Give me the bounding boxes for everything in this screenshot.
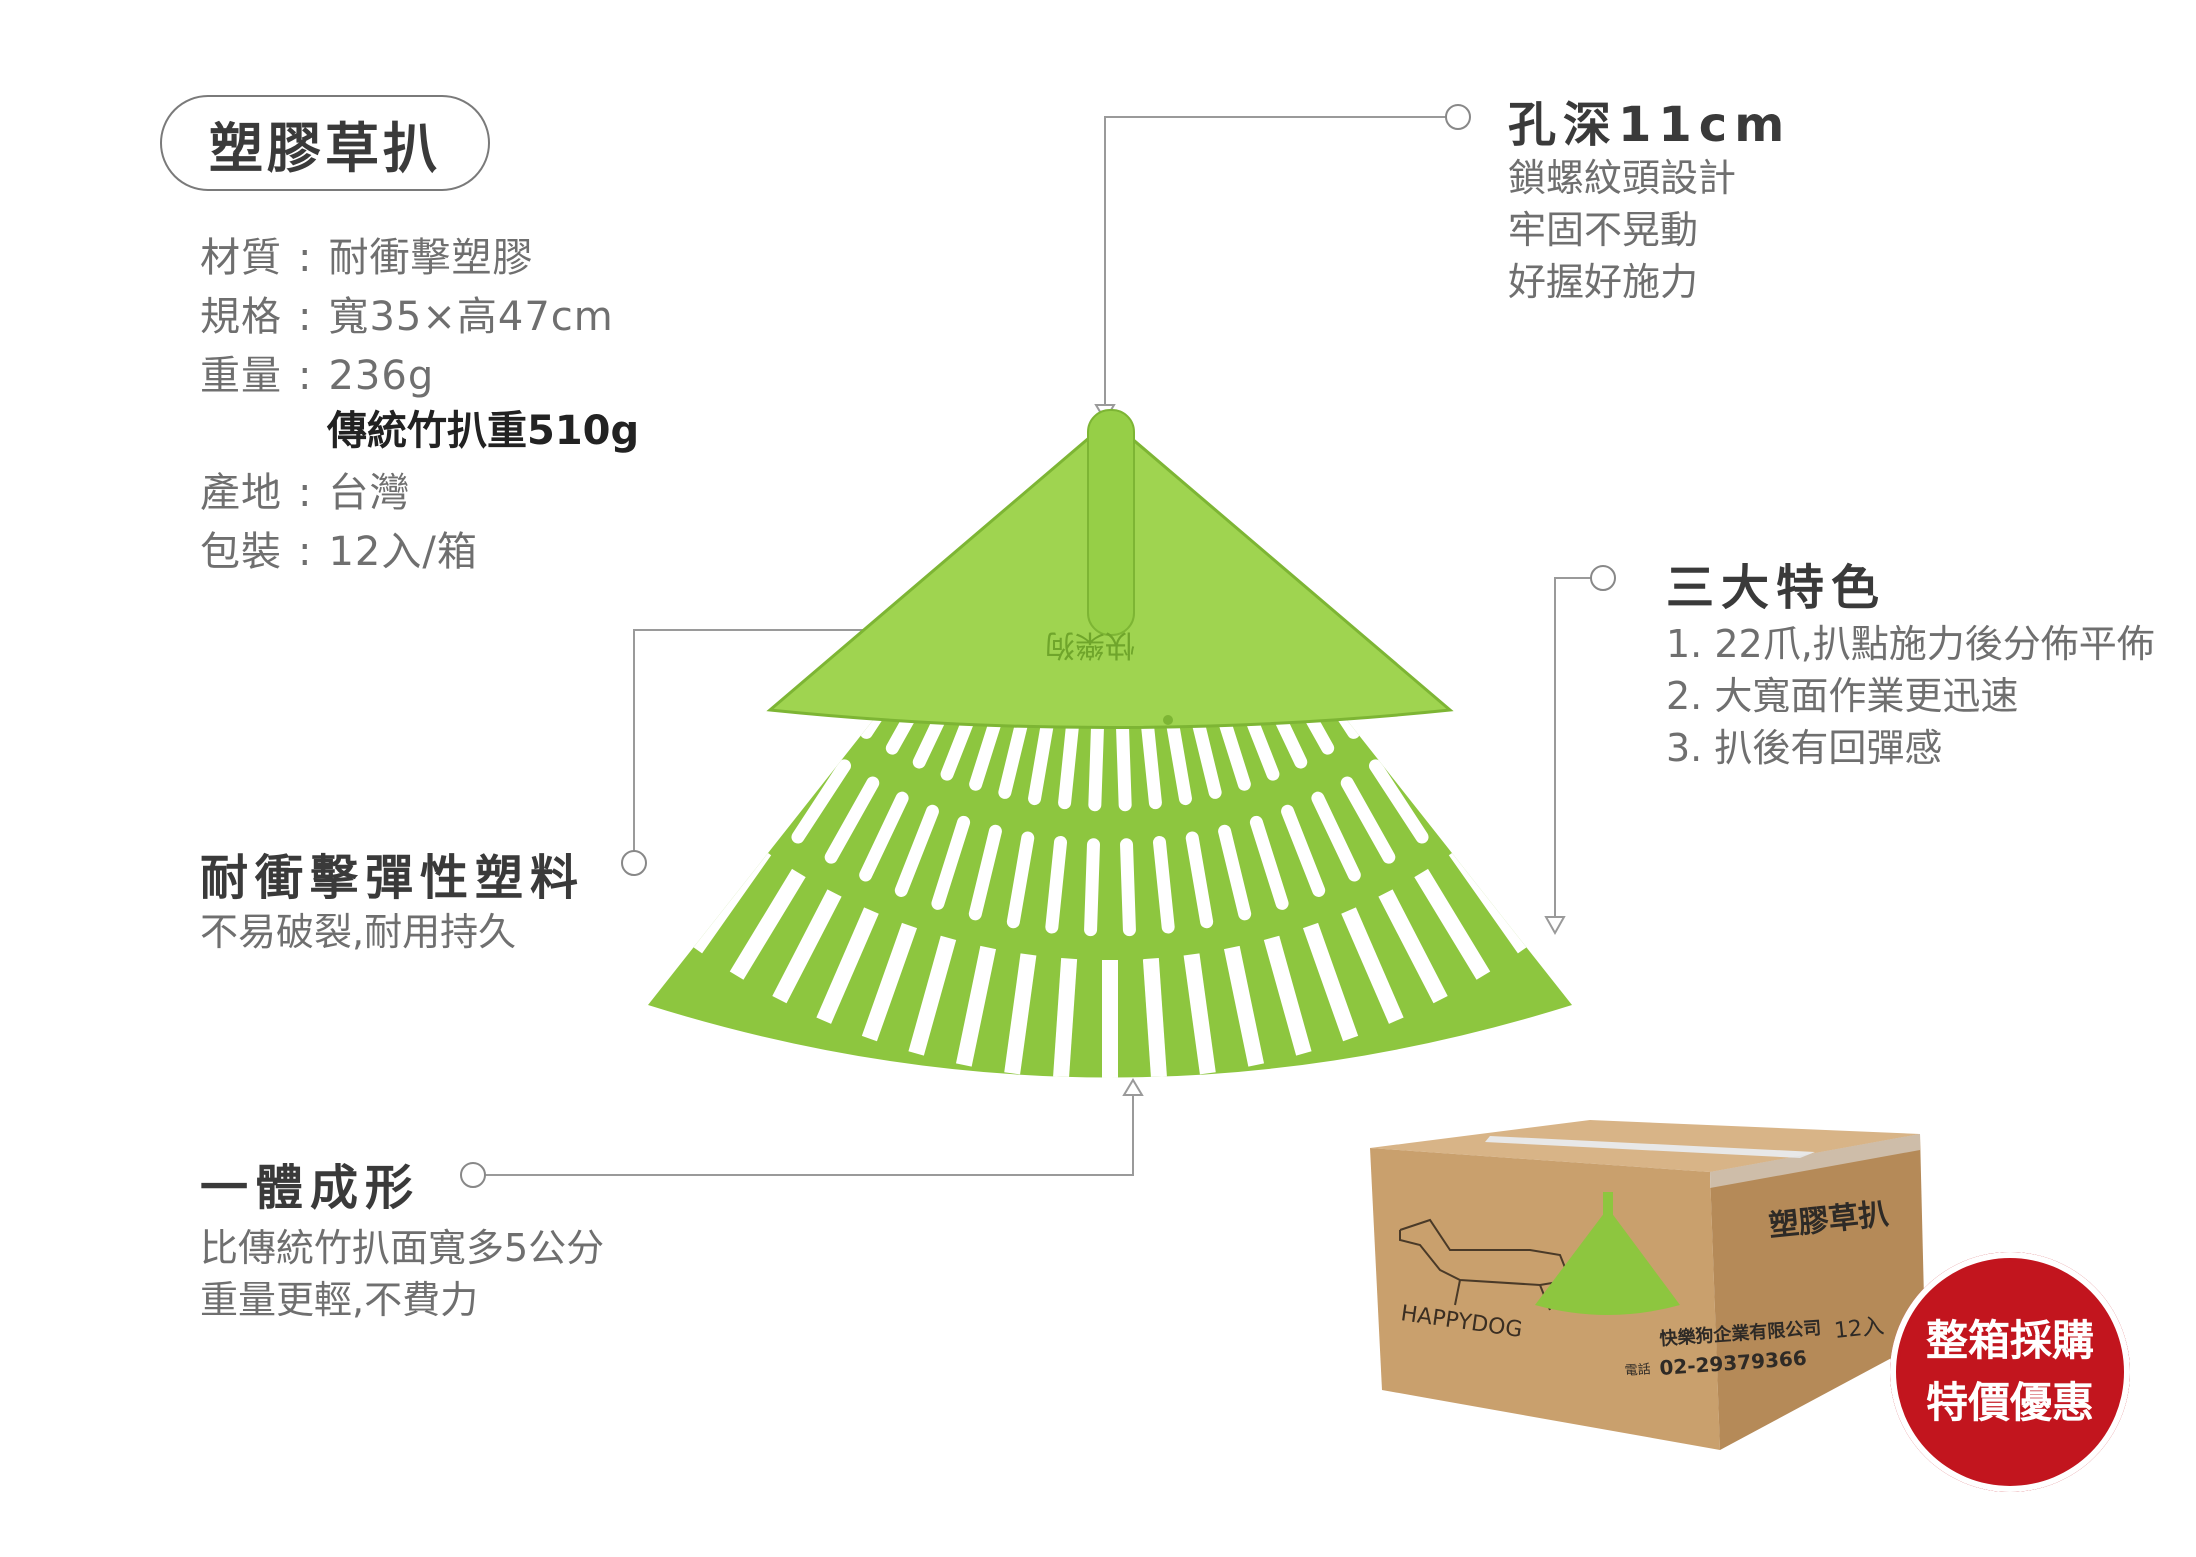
- rake-slot: [968, 824, 1002, 921]
- spec-value: 台灣: [328, 470, 411, 516]
- arrow-down-icon: [1544, 916, 1566, 936]
- rake-slot: [1185, 831, 1214, 929]
- callout-circle-icon: [621, 850, 647, 876]
- rake-slot: [1088, 718, 1105, 812]
- spec-separator: :: [298, 294, 313, 340]
- badge-line: 整箱採購: [1925, 1316, 2094, 1365]
- feature-material-line: 不易破裂,耐用持久: [200, 910, 517, 954]
- rake-tine-gap: [908, 935, 957, 1056]
- feature-material-title: 耐衝擊彈性塑料: [200, 850, 586, 906]
- rake-tine-gap: [1341, 907, 1404, 1024]
- rake-slot: [1218, 824, 1252, 921]
- feature-hole-line: 牢固不晃動: [1508, 208, 1699, 252]
- rake-slot: [1249, 815, 1289, 910]
- rake-slot: [1045, 835, 1068, 934]
- spec-label: 重量: [200, 353, 282, 399]
- rake-slot: [1006, 831, 1035, 929]
- rake-slot: [1152, 835, 1175, 934]
- rake-tine-gap: [1142, 958, 1168, 1078]
- box-count: 12入: [1833, 1314, 1885, 1344]
- spec-row: 材質: 耐衝擊塑膠: [200, 225, 533, 283]
- rake-slot: [1084, 838, 1100, 937]
- rake-tine-gap: [1414, 868, 1491, 980]
- spec-label: 規格: [200, 294, 282, 340]
- callout-circle-icon: [460, 1162, 486, 1188]
- rake-tine-gap: [1263, 935, 1312, 1056]
- callout-circle-icon: [1445, 104, 1471, 130]
- rake-tine-gap: [816, 907, 879, 1024]
- feature-three-title: 三大特色: [1666, 560, 1887, 616]
- rake-tine-gap: [1378, 889, 1448, 1004]
- rake-tine-gap: [772, 889, 842, 1004]
- rake-slot: [1140, 716, 1162, 810]
- rake-tine-gap: [729, 868, 806, 980]
- rake-tine-gap: [955, 945, 997, 1067]
- rake-slot: [824, 776, 880, 864]
- spec-value: 12入/箱: [328, 529, 478, 575]
- feature-hole-title: 孔深11cm: [1508, 97, 1792, 153]
- spec-row: 產地: 台灣: [200, 460, 410, 518]
- callout-circle-icon: [1590, 565, 1616, 591]
- rake-slot: [931, 815, 971, 910]
- rake-slot: [1281, 804, 1326, 897]
- badge-line: 特價優惠: [1925, 1378, 2094, 1427]
- rake-slot: [1058, 716, 1080, 810]
- feature-hole-line: 鎖螺紋頭設計: [1508, 156, 1737, 200]
- spec-value: 寬35×高47cm: [328, 294, 614, 340]
- spec-separator: :: [298, 353, 313, 399]
- rake-slot: [1115, 718, 1132, 812]
- spec-highlight: 傳統竹扒重510g: [327, 408, 640, 454]
- spec-label: 包裝: [200, 529, 282, 575]
- rake-tine-gap: [1223, 945, 1265, 1067]
- rake-slot: [729, 719, 799, 797]
- rake-emboss-text: 快樂狗: [1045, 627, 1135, 662]
- spec-label: 材質: [200, 235, 282, 281]
- spec-row: 規格: 寬35×高47cm: [200, 284, 614, 342]
- feature-onepiece-line: 重量更輕,不費力: [200, 1278, 479, 1322]
- rake-slot: [791, 759, 851, 844]
- rake-slot: [1028, 713, 1055, 806]
- page-title: 塑膠草扒: [160, 95, 490, 191]
- rake-slot: [1165, 713, 1192, 806]
- feature-onepiece-line: 比傳統竹扒面寬多5公分: [200, 1226, 605, 1270]
- rake-tine-gap: [1481, 820, 1570, 925]
- rake-tine-gap: [1183, 953, 1216, 1075]
- rake-tine-gap: [650, 820, 739, 925]
- promo-badge: 整箱採購 特價優惠: [1890, 1252, 2130, 1492]
- spec-value: 236g: [328, 353, 435, 399]
- feature-hole-line: 好握好施力: [1508, 260, 1699, 304]
- rake-slot: [1311, 791, 1361, 882]
- rake-image: 快樂狗: [648, 409, 1572, 1078]
- feature-three-line: 1. 22爪,扒點施力後分佈平佈: [1666, 622, 2155, 666]
- rake-tine-gap: [1052, 958, 1078, 1078]
- spec-separator: :: [298, 235, 313, 281]
- carton-box-image: HAPPYDOG 塑膠草扒 快樂狗企業有限公司 電話 02-29379366 1…: [1370, 1120, 1925, 1450]
- rake-slot: [859, 791, 909, 882]
- rake-slot: [1369, 759, 1429, 844]
- feature-three-line: 3. 扒後有回彈感: [1666, 726, 1943, 770]
- arrow-up-icon: [1122, 1078, 1144, 1096]
- spec-row: 重量:236g: [200, 343, 434, 401]
- spec-separator: :: [298, 470, 313, 516]
- feature-three-line: 2. 大寬面作業更迅速: [1666, 674, 2019, 718]
- box-rake-image: [1535, 1192, 1680, 1315]
- rake-tine-gap: [1004, 953, 1037, 1075]
- spec-row: 包裝:12入/箱: [200, 519, 478, 577]
- rake-tine-gap: [1302, 922, 1359, 1042]
- spec-separator: :: [298, 529, 313, 575]
- rake-slot: [1421, 719, 1491, 797]
- rake-tine-gap: [861, 922, 918, 1042]
- spec-label: 產地: [200, 470, 282, 516]
- rake-slot: [1120, 838, 1136, 937]
- box-phone-label: 電話: [1624, 1361, 1651, 1379]
- feature-onepiece-title: 一體成形: [200, 1160, 421, 1216]
- spec-value: 耐衝擊塑膠: [328, 235, 534, 281]
- rake-slot: [894, 804, 939, 897]
- rake-slot: [1340, 776, 1396, 864]
